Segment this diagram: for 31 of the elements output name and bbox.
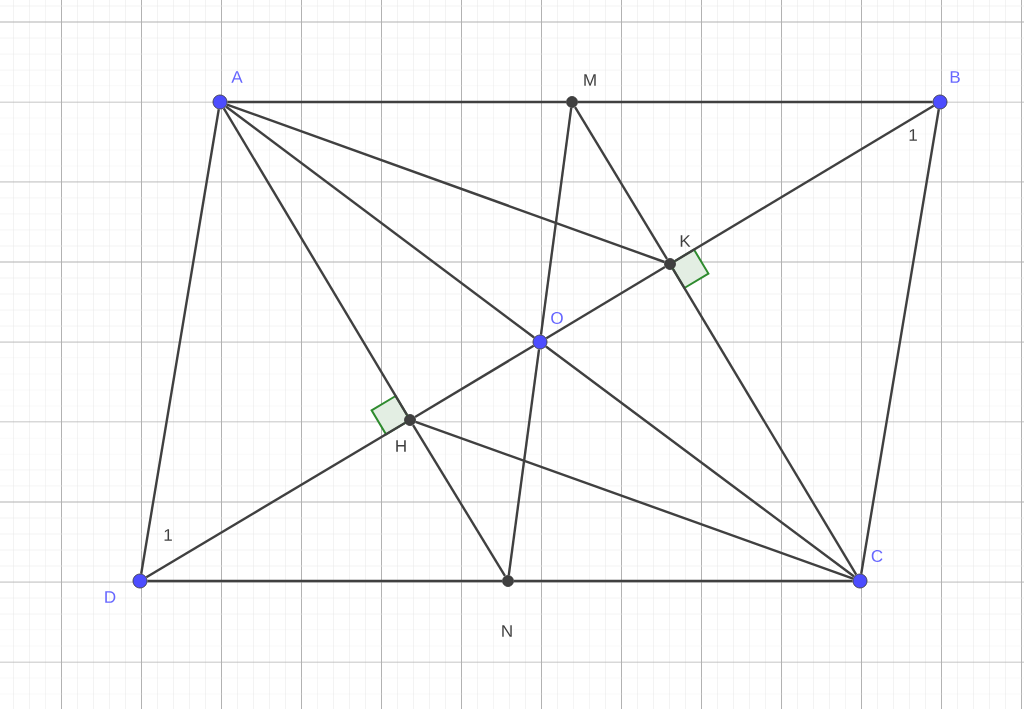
line-segment <box>860 109 940 574</box>
point-label: K <box>680 235 691 247</box>
point-label: B <box>950 71 960 83</box>
line-segment <box>539 107 573 335</box>
line-segment <box>415 420 854 580</box>
point-label: A <box>231 71 243 83</box>
line-segment <box>507 349 541 576</box>
point-label: D <box>105 591 116 603</box>
point-label: H <box>396 440 406 452</box>
point-label: N <box>502 625 512 637</box>
line-segment <box>674 104 935 262</box>
point-label: C <box>871 550 883 563</box>
line-segment <box>147 579 503 583</box>
line-segment <box>545 345 855 578</box>
line-segment <box>672 268 858 576</box>
line-segment <box>545 266 666 340</box>
line-segment <box>227 100 567 104</box>
angle-label: 1 <box>909 129 917 141</box>
line-segment <box>145 422 406 579</box>
angle-label: 1 <box>164 529 172 541</box>
line-segment <box>225 105 535 339</box>
line-segment <box>577 100 933 104</box>
line-segment <box>414 344 535 418</box>
line-segment <box>226 103 665 264</box>
line-segment <box>222 107 408 416</box>
line-segment <box>574 106 668 260</box>
point-label: M <box>584 74 596 86</box>
line-segment <box>412 424 506 577</box>
line-segment <box>140 109 220 574</box>
point-label: O <box>551 312 563 325</box>
line-segment <box>513 579 853 583</box>
